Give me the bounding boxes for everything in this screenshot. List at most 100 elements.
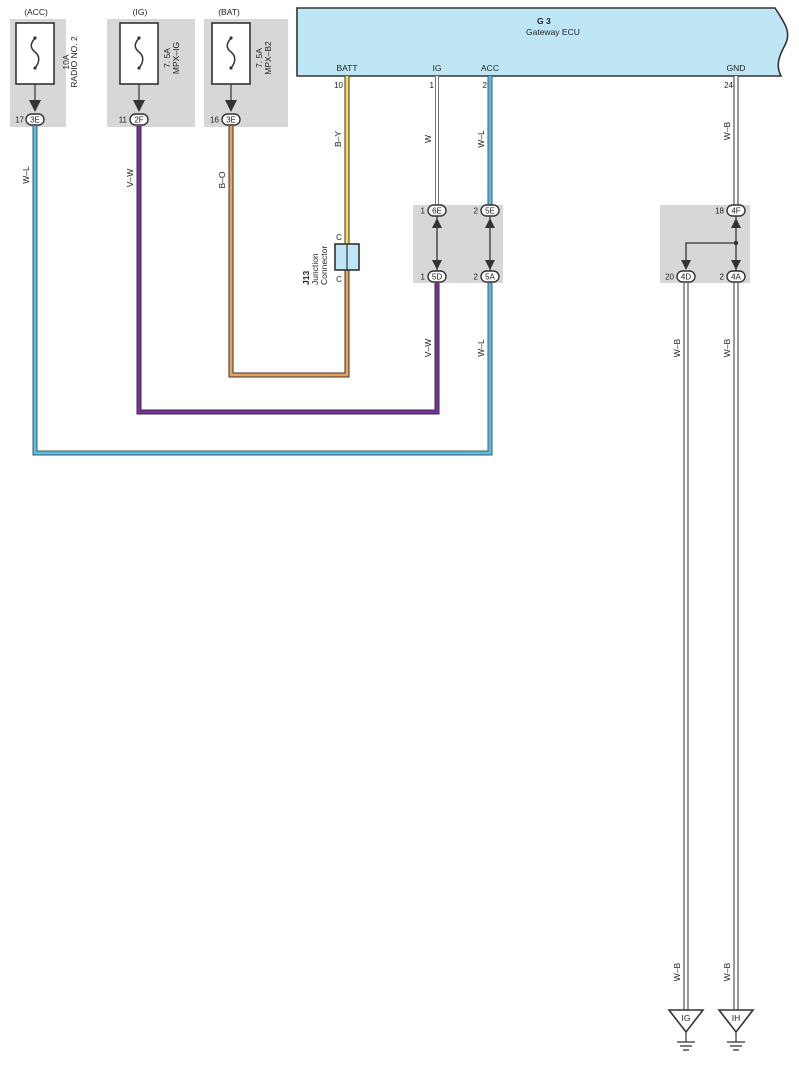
junction-pin-label: C: [336, 275, 342, 284]
gateway-ecu: G 3 Gateway ECU BATT IG ACC GND 10 1 2 2…: [296, 7, 789, 90]
connector-badge: [676, 270, 696, 283]
pin-number: 10: [334, 81, 343, 90]
wire-color-label: W–B: [722, 338, 732, 357]
ecu-box: [296, 7, 789, 77]
connector-label: 5E: [485, 207, 495, 216]
arrow-down-icon: [225, 100, 237, 112]
pin-number: 16: [210, 116, 219, 125]
wire-color-label: W–B: [722, 121, 732, 140]
wire-color-label: W–L: [21, 166, 31, 184]
wire-vw: [136, 126, 440, 415]
ecu-code: G 3: [537, 16, 551, 26]
arrow-down-icon: [485, 260, 495, 270]
connector-label: 4F: [731, 207, 740, 216]
connector-block-bg: [413, 205, 503, 283]
wire-color-label: V–W: [423, 339, 433, 357]
connector-label: 3E: [30, 116, 40, 125]
ecu-name: Gateway ECU: [526, 27, 580, 37]
pin-number: 24: [724, 81, 733, 90]
connector-label: 4A: [731, 273, 741, 282]
pin-number: 11: [119, 116, 128, 125]
connector-badge: [129, 113, 149, 126]
connector-badge: [427, 204, 447, 217]
fuse-source-label: (ACC): [24, 7, 48, 17]
pin-number: 2: [483, 81, 488, 90]
arrow-down-icon: [681, 260, 691, 270]
wire-color-label: W: [423, 135, 433, 143]
fuse-name: RADIO NO. 2: [69, 36, 79, 88]
fuse-panel-ig: 2F 11 (IG) 7. 5A MPX–IG: [107, 7, 195, 127]
pin-number: 2: [474, 273, 479, 282]
junction-code: J13: [301, 271, 311, 285]
pin-number: 18: [715, 207, 724, 216]
ground-triangle-icon: [667, 1009, 705, 1034]
fuse-name: MPX–IG: [171, 42, 181, 74]
wire-color-label: V–W: [125, 169, 135, 187]
ground-label: IH: [732, 1013, 741, 1023]
connector-label: 6E: [432, 207, 442, 216]
ground-label: IG: [682, 1013, 691, 1023]
fuse-body: [211, 22, 251, 85]
arrow-up-icon: [731, 218, 741, 228]
fuse-source-label: (BAT): [218, 7, 240, 17]
connector-label: 3E: [226, 116, 236, 125]
arrow-up-icon: [432, 218, 442, 228]
connector-badge: [726, 204, 746, 217]
junction-connector-j13: C C J13 Junction Connector: [301, 233, 360, 285]
ecu-terminal-gnd: GND: [727, 63, 746, 73]
fuse-icon: [226, 37, 236, 69]
fuse-pin-dot: [33, 36, 37, 40]
wire-color-label: W–B: [722, 962, 732, 981]
wire-color-label: W–L: [476, 339, 486, 357]
ground-point-ih: IH: [717, 1009, 755, 1051]
junction-line2: Connector: [319, 246, 329, 285]
pin-number: 1: [430, 81, 435, 90]
arrow-up-icon: [485, 218, 495, 228]
connector-label: 5D: [432, 273, 442, 282]
fuse-panel-bat: 3E 16 (BAT) 7. 5A MPX–B2: [204, 7, 288, 127]
arrow-down-icon: [432, 260, 442, 270]
connector-badge: [221, 113, 241, 126]
fuse-body: [15, 22, 55, 85]
pin-number: 1: [421, 273, 426, 282]
junction-pin-label: C: [336, 233, 342, 242]
ecu-terminal-ig: IG: [433, 63, 442, 73]
fuse-rating: 7. 5A: [162, 48, 172, 68]
wire-color-label: B–Y: [333, 131, 343, 147]
pin-number: 2: [720, 273, 725, 282]
fuse-rating: 10A: [61, 54, 71, 69]
pin-number: 1: [421, 207, 426, 216]
wire-color-label: W–L: [476, 130, 486, 148]
wire-color-label: B–O: [217, 171, 227, 188]
wire-color-label: W–B: [672, 962, 682, 981]
fuse-pin-dot: [33, 66, 37, 70]
fuse-icon: [30, 37, 40, 69]
connector-badge: [427, 270, 447, 283]
ground-point-ig: IG: [667, 1009, 705, 1051]
connector-label: 4D: [681, 273, 691, 282]
fuse-rating: 7. 5A: [254, 48, 264, 68]
connector-badge: [480, 204, 500, 217]
arrow-down-icon: [731, 260, 741, 270]
fuse-icon: [134, 37, 144, 69]
ground-triangle-icon: [717, 1009, 755, 1034]
connector-label: 2F: [134, 116, 143, 125]
pin-number: 20: [665, 273, 674, 282]
connector-label: 5A: [485, 273, 495, 282]
junction-line1: Junction: [310, 253, 320, 285]
splice-dot: [733, 240, 739, 246]
connector-block-middle: 6E 1 5E 2 5D 1 5A 2: [413, 204, 503, 283]
fuse-panel-acc: 3E 17 (ACC) 10A RADIO NO. 2: [10, 7, 79, 127]
ecu-terminal-acc: ACC: [481, 63, 499, 73]
connector-badge: [25, 113, 45, 126]
pin-number: 2: [474, 207, 479, 216]
fuse-source-label: (IG): [133, 7, 148, 17]
pin-number: 17: [15, 116, 24, 125]
arrow-down-icon: [133, 100, 145, 112]
connector-block-ground: 4F 18 4D 20 4A 2: [660, 204, 750, 283]
wire-color-label: W–B: [672, 338, 682, 357]
ecu-terminal-batt: BATT: [336, 63, 357, 73]
connector-badge: [480, 270, 500, 283]
